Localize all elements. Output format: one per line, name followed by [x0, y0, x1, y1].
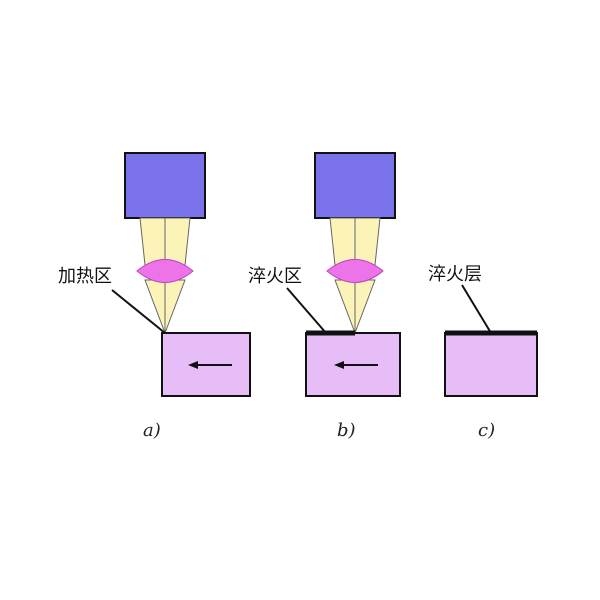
- arrow-head: [188, 361, 198, 369]
- focusing-lens: [326, 259, 384, 283]
- workpiece: [444, 332, 538, 397]
- zone-label: 淬火区: [248, 266, 302, 287]
- zone-label: 淬火层: [428, 264, 482, 285]
- heating-zone-leader: [111, 289, 166, 334]
- panel-c: 淬火层 c): [428, 264, 538, 441]
- panel-b: 淬火区 b): [248, 152, 401, 441]
- laser-head: [124, 152, 206, 219]
- panel-caption: b): [337, 420, 356, 441]
- arrow-head: [334, 361, 344, 369]
- quenching-zone-leader: [286, 287, 327, 334]
- laser-head: [314, 152, 396, 219]
- panel-a: 加热区 a): [58, 152, 251, 441]
- zone-label: 加热区: [58, 266, 112, 287]
- quenched-layer-leader: [461, 284, 492, 334]
- panel-caption: c): [478, 420, 495, 441]
- panel-caption: a): [143, 420, 161, 441]
- focusing-lens: [136, 259, 194, 283]
